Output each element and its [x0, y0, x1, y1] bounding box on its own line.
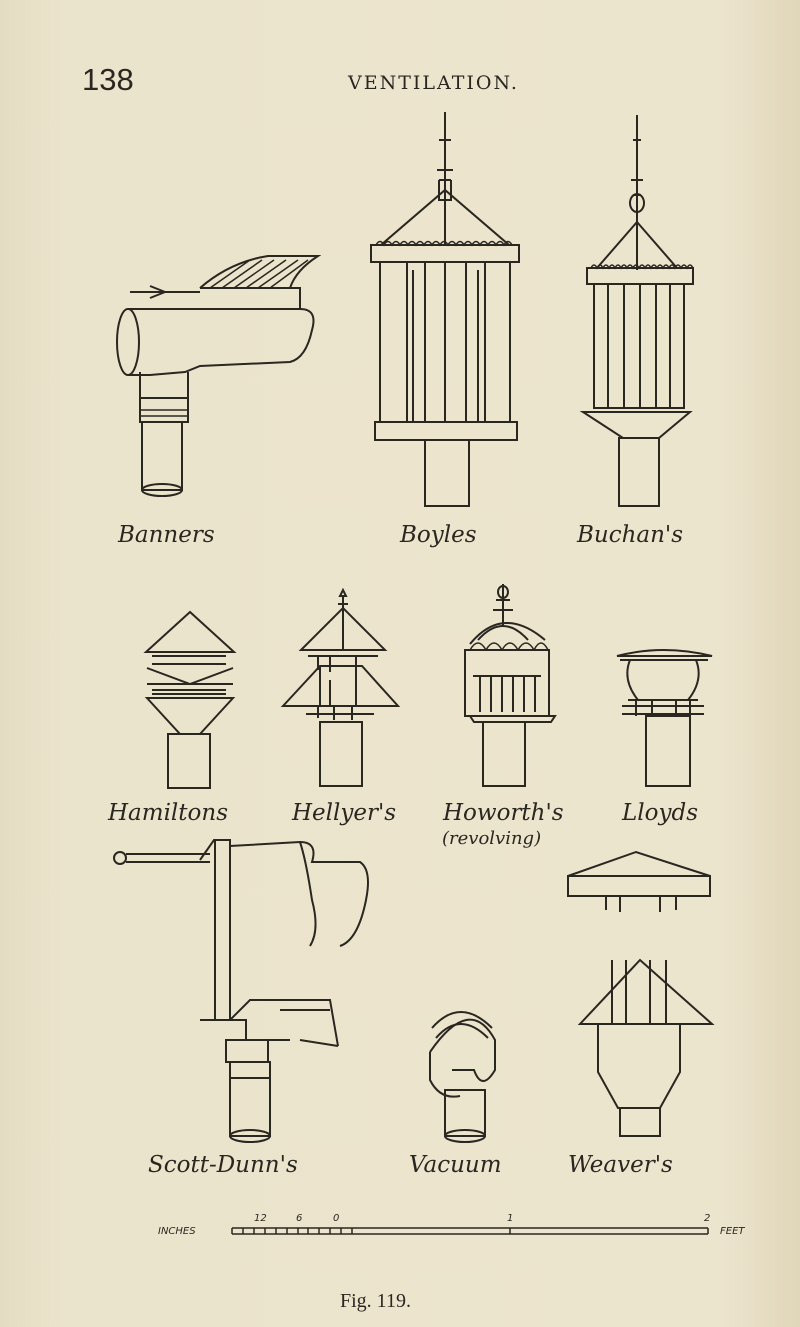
scale-left-unit: INCHES	[158, 1226, 196, 1237]
page-header: 138 VENTILATION.	[0, 62, 800, 102]
figure-caption: Fig. 119.	[340, 1290, 411, 1312]
running-head: VENTILATION.	[348, 72, 519, 94]
label-scott-dunns: Scott-Dunn's	[148, 1152, 298, 1178]
label-vacuum: Vacuum	[409, 1152, 502, 1178]
label-howorths: Howorth's	[443, 800, 564, 826]
boyles-ventilator-drawing	[370, 112, 520, 507]
label-boyles: Boyles	[400, 522, 477, 548]
label-hellyers: Hellyer's	[292, 800, 397, 826]
scale-tick-12: 12	[254, 1213, 267, 1224]
label-buchans: Buchan's	[577, 522, 684, 548]
scale-tick-0: 0	[333, 1213, 340, 1224]
hellyers-ventilator-drawing	[280, 587, 401, 787]
label-banners: Banners	[118, 522, 215, 548]
vacuum-ventilator-drawing	[429, 1011, 496, 1143]
page-number: 138	[82, 62, 134, 97]
scale-tick-6: 6	[296, 1213, 303, 1224]
hamiltons-ventilator-drawing	[143, 610, 237, 789]
scale-bar	[231, 1227, 709, 1235]
scale-right-unit: FEET	[720, 1226, 745, 1237]
howorths-ventilator-drawing	[464, 584, 557, 787]
weavers-ventilator-drawing	[567, 850, 715, 1137]
scale-tick-2: 2	[704, 1213, 711, 1224]
label-weavers: Weaver's	[568, 1152, 673, 1178]
scott-dunns-ventilator-drawing	[113, 839, 369, 1143]
scale-tick-1: 1	[507, 1213, 514, 1224]
lloyds-ventilator-drawing	[616, 649, 713, 787]
label-lloyds: Lloyds	[622, 800, 698, 826]
label-howorths-note: (revolving)	[442, 828, 542, 849]
buchans-ventilator-drawing	[579, 115, 694, 507]
label-hamiltons: Hamiltons	[108, 800, 228, 826]
banners-ventilator-drawing	[116, 255, 322, 497]
